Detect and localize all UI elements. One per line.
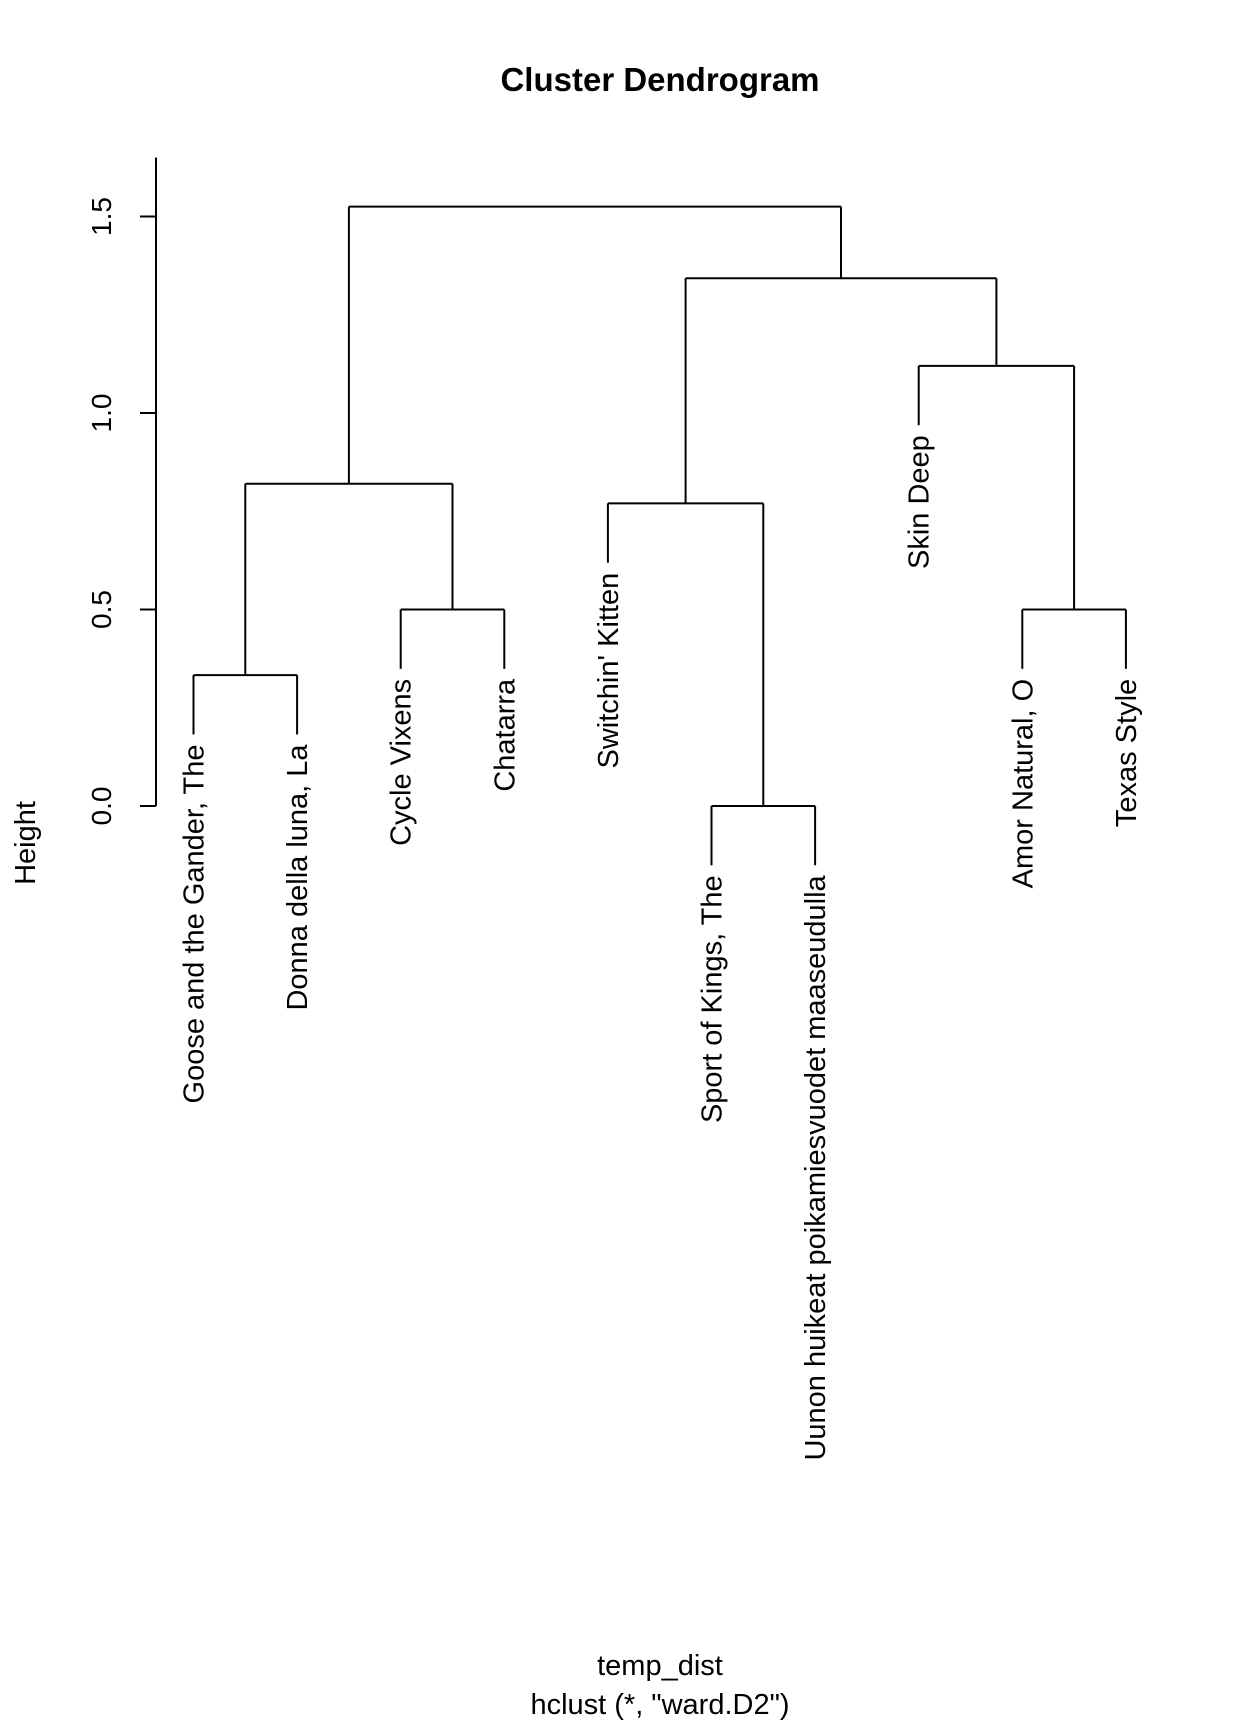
dendrogram-tree xyxy=(192,205,1127,866)
leaf-label: Uunon huikeat poikamiesvuodet maaseudull… xyxy=(800,874,832,1460)
leaf-label: Texas Style xyxy=(1111,679,1143,827)
leaf-label: Donna della luna, La xyxy=(282,744,314,1011)
leaf-label: Cycle Vixens xyxy=(386,679,418,846)
y-tick-label: 0.5 xyxy=(86,590,117,629)
method-sublabel: hclust (*, "ward.D2") xyxy=(530,1689,789,1721)
leaf-label: Sport of Kings, The xyxy=(697,875,729,1123)
x-axis-label: temp_dist xyxy=(597,1650,723,1682)
y-tick-label: 0.0 xyxy=(86,787,117,826)
y-tick-label: 1.0 xyxy=(86,394,117,433)
chart-title: Cluster Dendrogram xyxy=(500,61,819,98)
leaf-label: Goose and the Gander, The xyxy=(179,744,211,1103)
y-axis-label: Height xyxy=(10,801,42,885)
leaf-label: Amor Natural, O xyxy=(1007,679,1039,889)
leaf-labels: Goose and the Gander, The Donna della lun… xyxy=(179,435,1143,1460)
leaf-label: Skin Deep xyxy=(904,435,936,569)
y-axis: 0.0 0.5 1.0 1.5 xyxy=(86,157,157,826)
leaf-label: Chatarra xyxy=(489,678,521,792)
leaf-label: Switchin' Kitten xyxy=(593,573,625,769)
y-tick-label: 1.5 xyxy=(86,197,117,236)
